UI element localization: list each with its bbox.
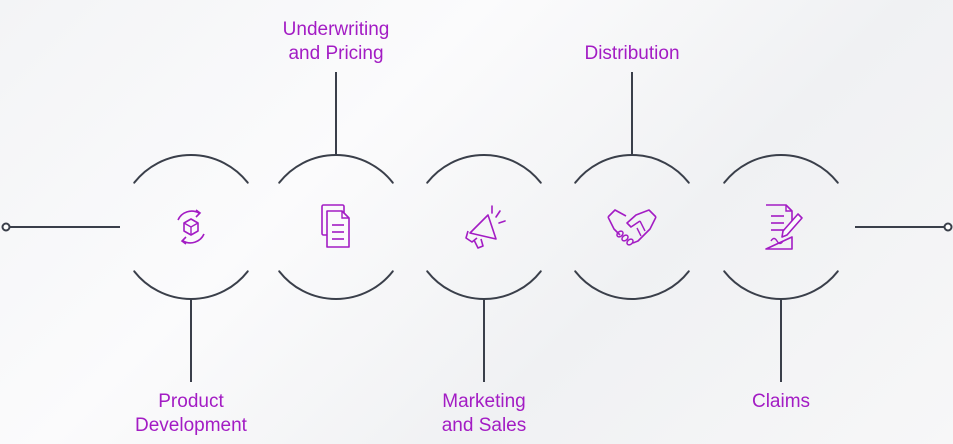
stage-label-distribution: Distribution (552, 42, 712, 66)
stage-ring-lower-arc (133, 270, 249, 300)
stage-label-line: and Pricing (288, 43, 384, 64)
stage-label-marketing-and-sales: Marketing and Sales (404, 390, 564, 438)
claim-form-icon (765, 204, 803, 250)
documents-icon (321, 204, 350, 248)
stage-label-line: Marketing (442, 391, 526, 412)
stage-label-line: Claims (751, 391, 811, 412)
start-node-dot (1, 222, 11, 232)
stage-label-line: Product (158, 391, 224, 412)
megaphone-icon (465, 205, 506, 249)
stage-ring-upper-arc (574, 154, 690, 184)
stage-ring-upper-arc (426, 154, 542, 184)
stage-ring-lower-arc (426, 270, 542, 300)
stage-label-line: Underwriting (282, 19, 390, 40)
stage-ring-lower-arc (723, 270, 839, 300)
stage-ring-lower-arc (574, 270, 690, 300)
stage-label-line: Distribution (584, 43, 680, 64)
stage-ring-upper-arc (133, 154, 249, 184)
stage-label-line: and Sales (441, 415, 527, 436)
stage-label-line: Development (135, 415, 247, 436)
stage-ring-upper-arc (278, 154, 394, 184)
cube-cycle-icon (177, 209, 205, 245)
stage-label-underwriting-and-pricing: Underwriting and Pricing (256, 18, 416, 66)
end-node-dot (943, 222, 953, 232)
stage-ring-upper-arc (723, 154, 839, 184)
stage-label-claims: Claims (701, 390, 861, 414)
handshake-icon (607, 209, 657, 246)
stage-ring-lower-arc (278, 270, 394, 300)
